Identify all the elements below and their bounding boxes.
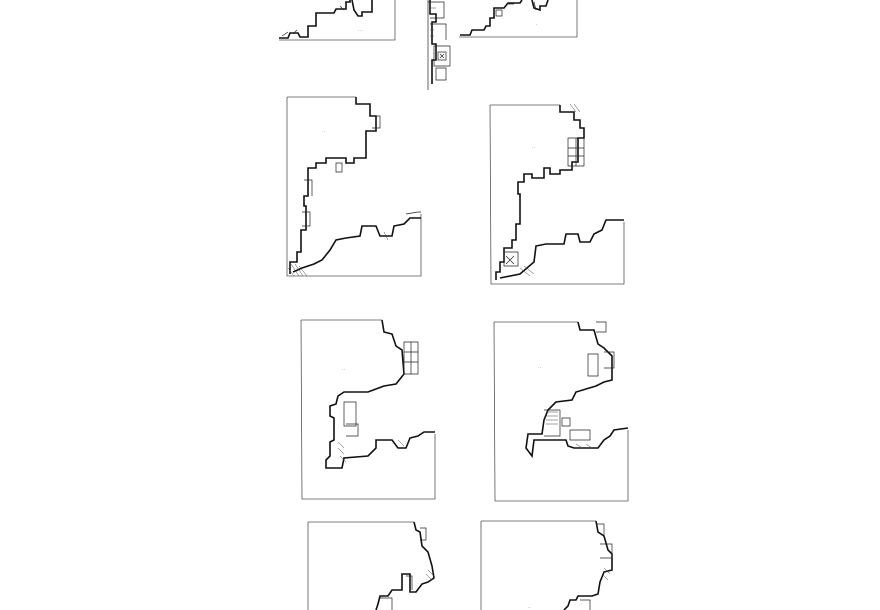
section-detail-strip (427, 0, 451, 90)
sheet-label: - - (538, 365, 541, 369)
floor-plan-sheet-5: - - (300, 319, 436, 500)
sheet-label: - - (528, 605, 531, 609)
floor-plan-sheet-1: - - - (279, 0, 396, 41)
floor-plan-sheet-7 (307, 521, 435, 610)
floor-plan-sheet-6: - - (493, 321, 629, 502)
floor-plan-sheet-3: - - (286, 96, 422, 277)
floor-plan-sheet-4: - - (489, 103, 625, 285)
floor-plan-sheet-2: - (459, 0, 578, 38)
sheet-label: - - (342, 367, 345, 371)
sheet-label: - - (322, 129, 325, 133)
sheet-label: - - (532, 145, 535, 149)
sheet-label: - - - (358, 28, 363, 32)
sheet-label: - (536, 22, 537, 26)
floor-plan-sheet-8: - - (480, 520, 613, 610)
